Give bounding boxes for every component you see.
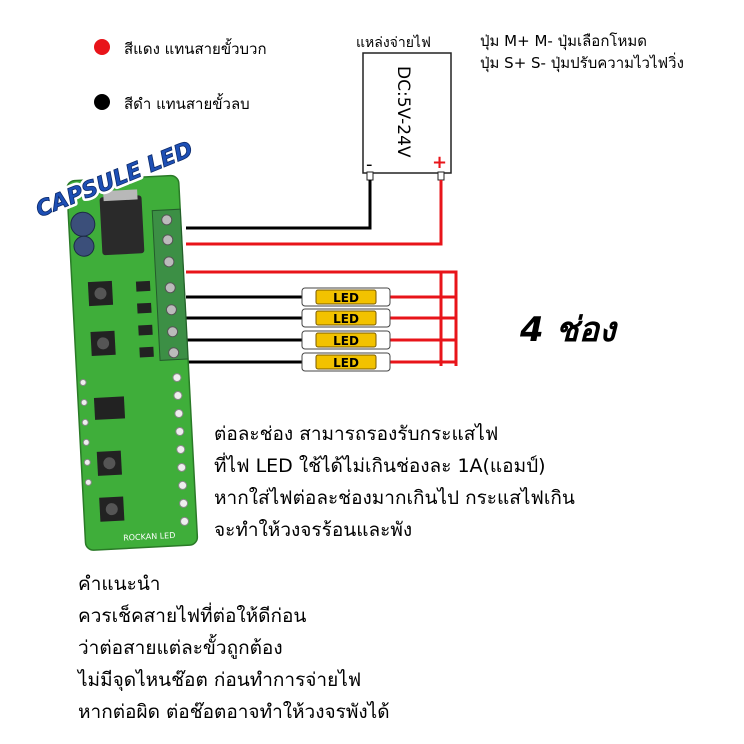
led-strip-3: LED bbox=[301, 330, 391, 350]
led-label: LED bbox=[333, 312, 359, 326]
voltage-regulator bbox=[99, 195, 145, 256]
advice-line: ว่าต่อสายแต่ละขั้วถูกต้อง bbox=[78, 637, 283, 659]
terminal-block bbox=[151, 208, 189, 361]
power-supply-title: แหล่งจ่ายไฟ bbox=[356, 35, 431, 51]
board-text: ROCKAN LED bbox=[123, 531, 176, 543]
advice: คำแนะนำ ควรเช็คสายไฟที่ต่อให้ดีก่อน ว่าต… bbox=[78, 568, 390, 728]
spec-line: จะทำให้วงจรร้อนและพัง bbox=[214, 519, 413, 541]
buttons-note: ปุ่ม M+ M- ปุ่มเลือกโหมด ปุ่ม S+ S- ปุ่ม… bbox=[480, 30, 684, 74]
advice-line: ไม่มีจุดไหนช๊อต ก่อนทำการจ่ายไฟ bbox=[78, 669, 362, 691]
legend-negative-dot bbox=[94, 94, 110, 110]
led-label: LED bbox=[333, 291, 359, 305]
advice-line: หากต่อผิด ต่อช๊อตอาจทำให้วงจรพังได้ bbox=[78, 701, 390, 723]
led-strip-2: LED bbox=[301, 308, 391, 328]
positive-rail bbox=[186, 270, 458, 366]
legend-positive-dot bbox=[94, 39, 110, 55]
power-supply-box: DC:5V-24V - + bbox=[362, 52, 452, 181]
spec-line: ต่อละช่อง สามารถรองรับกระแสไฟ bbox=[214, 423, 499, 445]
power-supply-voltage: DC:5V-24V bbox=[393, 66, 413, 158]
led-label: LED bbox=[333, 334, 359, 348]
led-label: LED bbox=[333, 356, 359, 370]
mosfet bbox=[135, 280, 151, 292]
advice-title: คำแนะนำ bbox=[78, 573, 161, 595]
legend-positive-text: สีแดง แทนสายขั้วบวก bbox=[124, 40, 267, 58]
negative-supply-wire bbox=[186, 180, 372, 230]
controller-board: ROCKAN LED bbox=[66, 174, 199, 551]
power-supply-minus-terminal bbox=[366, 171, 374, 181]
spec-line: หากใส่ไฟต่อละช่องมากเกินไป กระแสไฟเกิน bbox=[214, 487, 575, 509]
channel-wires bbox=[186, 295, 302, 364]
channels-label: 4 ช่อง bbox=[520, 310, 616, 350]
spec-text: ต่อละช่อง สามารถรองรับกระแสไฟ ที่ไฟ LED … bbox=[214, 418, 575, 546]
power-supply-minus: - bbox=[366, 154, 373, 175]
capacitor bbox=[70, 211, 96, 237]
led-strip-1: LED bbox=[301, 287, 391, 307]
buttons-note-line-mode: ปุ่ม M+ M- ปุ่มเลือกโหมด bbox=[480, 32, 647, 50]
positive-supply-wire bbox=[186, 180, 443, 246]
spec-line: ที่ไฟ LED ใช้ได้ไม่เกินช่องละ 1A(แอมป์) bbox=[214, 455, 546, 477]
advice-line: ควรเช็คสายไฟที่ต่อให้ดีก่อน bbox=[78, 605, 307, 627]
header-pins bbox=[79, 373, 190, 526]
led-strip-4: LED bbox=[301, 352, 391, 372]
power-supply-plus: + bbox=[432, 152, 447, 173]
microcontroller bbox=[93, 396, 126, 420]
buttons-note-line-speed: ปุ่ม S+ S- ปุ่มปรับความไวไฟวิ่ง bbox=[480, 54, 684, 72]
power-supply-plus-terminal bbox=[437, 171, 445, 181]
legend-negative-text: สีดำ แทนสายขั้วลบ bbox=[124, 95, 250, 113]
